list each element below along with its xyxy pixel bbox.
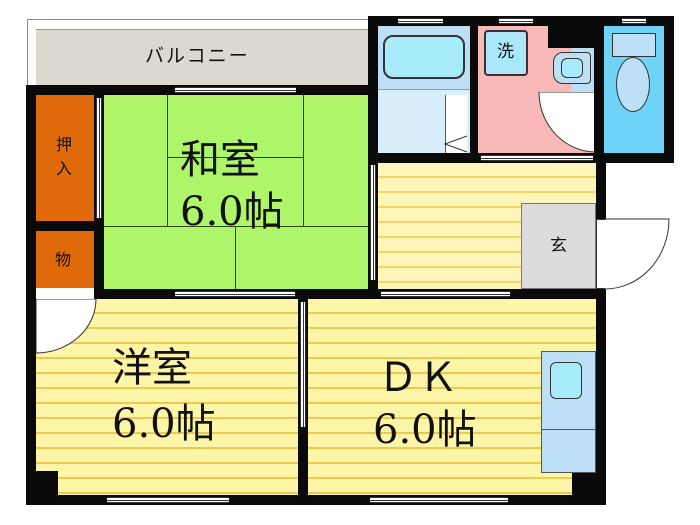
kitchen-divider [541, 429, 596, 430]
balcony-label: バルコニー [145, 45, 250, 67]
washitsu-size: 6.0帖 [180, 189, 284, 235]
dk-name: ＤＫ [378, 355, 458, 401]
wall [36, 221, 98, 231]
sink-icon [550, 362, 582, 399]
wall [594, 16, 604, 163]
wall [368, 16, 378, 161]
genkan-label: 玄 [550, 236, 567, 256]
sliding-door[interactable] [381, 291, 510, 297]
wall [26, 495, 606, 505]
sliding-door[interactable] [175, 291, 295, 297]
wall [596, 153, 674, 163]
yoshitsu-name: 洋室 [112, 345, 192, 391]
door-swing-icon [36, 299, 97, 354]
window[interactable] [107, 497, 229, 503]
toilet-tank-icon [612, 33, 656, 57]
dk-size: 6.0帖 [373, 407, 477, 453]
wall [596, 153, 606, 505]
balcony [36, 29, 368, 85]
wall [470, 16, 478, 163]
wall [548, 26, 594, 48]
wall [572, 473, 596, 495]
window[interactable] [398, 18, 443, 24]
sliding-door[interactable] [370, 165, 376, 280]
wall [664, 16, 674, 163]
window[interactable] [175, 87, 296, 93]
window[interactable] [622, 18, 646, 24]
door-swing-icon [443, 135, 468, 153]
washitsu-name: 和室 [180, 137, 260, 183]
window[interactable] [370, 497, 508, 503]
washer-label: 洗 [497, 42, 514, 62]
toilet-bowl-icon [616, 57, 650, 112]
door-swing-icon [538, 92, 596, 153]
wall [26, 85, 36, 505]
yoshitsu-size: 6.0帖 [112, 401, 216, 447]
washitsu [104, 95, 368, 289]
sliding-door[interactable] [300, 302, 306, 427]
bathtub-icon [383, 35, 465, 79]
wall [94, 289, 606, 299]
genkan [521, 203, 596, 289]
closet-sliding-door[interactable] [96, 98, 102, 218]
oshiire-label: 押入 [56, 135, 73, 178]
washbasin-bowl [561, 58, 583, 78]
monoire [36, 231, 94, 288]
window[interactable] [499, 18, 533, 24]
wall [36, 471, 58, 495]
washer-icon [484, 30, 528, 76]
oshiire [36, 95, 94, 221]
door-swing-icon [605, 218, 670, 290]
monoire-label: 物 [55, 250, 72, 269]
sliding-door[interactable] [481, 155, 593, 161]
